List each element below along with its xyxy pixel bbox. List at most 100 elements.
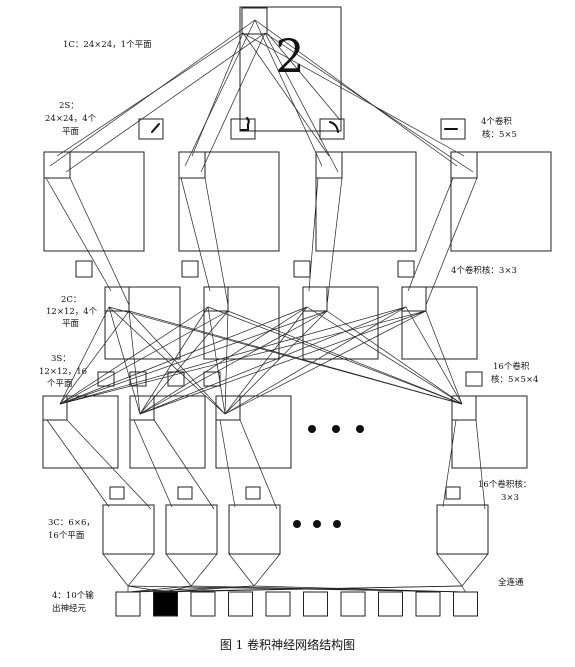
- output-neuron: [190, 591, 216, 617]
- kernel-5x5-box: [230, 118, 256, 140]
- input-receptive-field: [241, 7, 268, 35]
- connection-line: [442, 419, 457, 508]
- output-neuron: [453, 591, 478, 617]
- connection-line: [219, 419, 236, 508]
- label-layer3-planes: 平面: [62, 319, 80, 329]
- connection-line: [264, 32, 339, 173]
- feature-map-3c: [165, 504, 218, 555]
- connection-line: [49, 19, 256, 167]
- connection-line: [200, 32, 266, 173]
- feature-map-3c: [102, 504, 155, 555]
- connection-line: [165, 585, 463, 593]
- connection-line: [207, 306, 463, 405]
- feature-map-3s: [451, 395, 528, 469]
- feature-map-2s: [315, 151, 417, 252]
- receptive-field: [450, 151, 478, 179]
- connection-line: [66, 419, 152, 510]
- feature-map-2c: [302, 286, 379, 360]
- output-neuron: [340, 591, 366, 617]
- connection-line: [405, 306, 463, 405]
- receptive-field: [178, 151, 206, 179]
- connection-line: [59, 306, 308, 405]
- feature-map-3c: [228, 504, 281, 555]
- feature-map-3s: [215, 395, 292, 469]
- connection-line: [326, 310, 463, 405]
- connection-line: [46, 419, 110, 508]
- connection-line: [108, 306, 226, 415]
- ellipsis-dots-row2: [293, 520, 341, 528]
- connection-line: [224, 310, 328, 415]
- receptive-field: [42, 395, 68, 421]
- connection-line: [253, 553, 281, 587]
- label-layer1: 1C：24×24，1个平面: [63, 40, 152, 50]
- receptive-field: [129, 395, 155, 421]
- connection-line: [59, 310, 229, 405]
- label-kernels-1b: 核：5×5: [482, 130, 517, 140]
- label-kernels-4b: 3×3: [501, 493, 519, 503]
- kernel-5x5x4-box: [203, 371, 221, 387]
- connection-line: [153, 419, 215, 510]
- output-neuron: [265, 591, 291, 617]
- label-kernels-4a: 16个卷积核：: [478, 480, 532, 490]
- feature-map-3s: [129, 395, 206, 469]
- label-layer5-planes: 16个平面: [48, 531, 85, 541]
- output-neuron: [115, 591, 141, 617]
- kernel-5x5x4-box: [129, 371, 147, 387]
- connection-line: [128, 310, 226, 415]
- output-neuron: [415, 591, 441, 617]
- connection-line: [59, 306, 407, 405]
- label-layer4-planes: 个平面: [47, 379, 73, 389]
- feature-map-3s: [42, 395, 119, 469]
- kernel-5x5-box: [319, 118, 345, 140]
- feature-map-3c: [436, 504, 489, 555]
- connection-line: [59, 310, 328, 405]
- kernel-5x5-box: [440, 118, 466, 140]
- kernel-5x5x4-box: [167, 371, 185, 387]
- label-kernels-3b: 核：5×5×4: [491, 375, 539, 385]
- figure-caption: 图 1 卷积神经网络结构图: [219, 638, 356, 652]
- connection-line: [184, 19, 256, 167]
- receptive-field: [43, 151, 71, 179]
- feature-map-2s: [178, 151, 280, 252]
- label-layer4-size: 12×12，16: [39, 367, 88, 377]
- label-kernels-2: 4个卷积核：3×3: [451, 266, 517, 276]
- connection-line: [59, 310, 427, 405]
- connection-line: [326, 177, 343, 306]
- receptive-field: [215, 395, 241, 421]
- connection-line: [191, 32, 244, 157]
- receptive-field: [401, 286, 427, 312]
- output-neuron: [228, 591, 253, 617]
- output-neuron: [303, 591, 328, 617]
- feature-map-boxes: [42, 6, 552, 617]
- connection-line: [102, 553, 129, 587]
- feature-map-2c: [401, 286, 478, 360]
- label-output-2: 出神经元: [52, 604, 87, 614]
- connection-line: [242, 32, 465, 157]
- connection-line: [461, 553, 489, 587]
- connection-line: [425, 310, 463, 405]
- connection-line: [267, 33, 341, 121]
- feature-map-2c: [203, 286, 280, 360]
- connection-line: [242, 32, 330, 157]
- label-kernels-3a: 16个卷积: [493, 362, 530, 372]
- kernel-strokes: [151, 117, 458, 133]
- connection-line: [127, 553, 155, 587]
- label-fully-connected: 全连通: [498, 578, 524, 588]
- connection-line: [139, 310, 229, 415]
- feature-map-2c: [104, 286, 181, 360]
- connection-line: [180, 177, 211, 292]
- feature-map-2s: [450, 151, 552, 252]
- label-layer2-size: 24×24，4个: [45, 114, 97, 124]
- connection-line: [190, 553, 218, 587]
- label-layer3-size: 12×12，4个: [46, 307, 98, 317]
- connection-line: [127, 585, 166, 593]
- feature-map-2s: [43, 151, 145, 252]
- connection-line: [139, 306, 308, 415]
- connection-line: [204, 177, 229, 306]
- kernel-3x3-box: [245, 486, 261, 500]
- connection-line: [133, 419, 173, 508]
- connection-line: [127, 585, 192, 593]
- receptive-field: [104, 286, 130, 312]
- connection-line: [227, 310, 463, 405]
- connection-line: [461, 585, 466, 593]
